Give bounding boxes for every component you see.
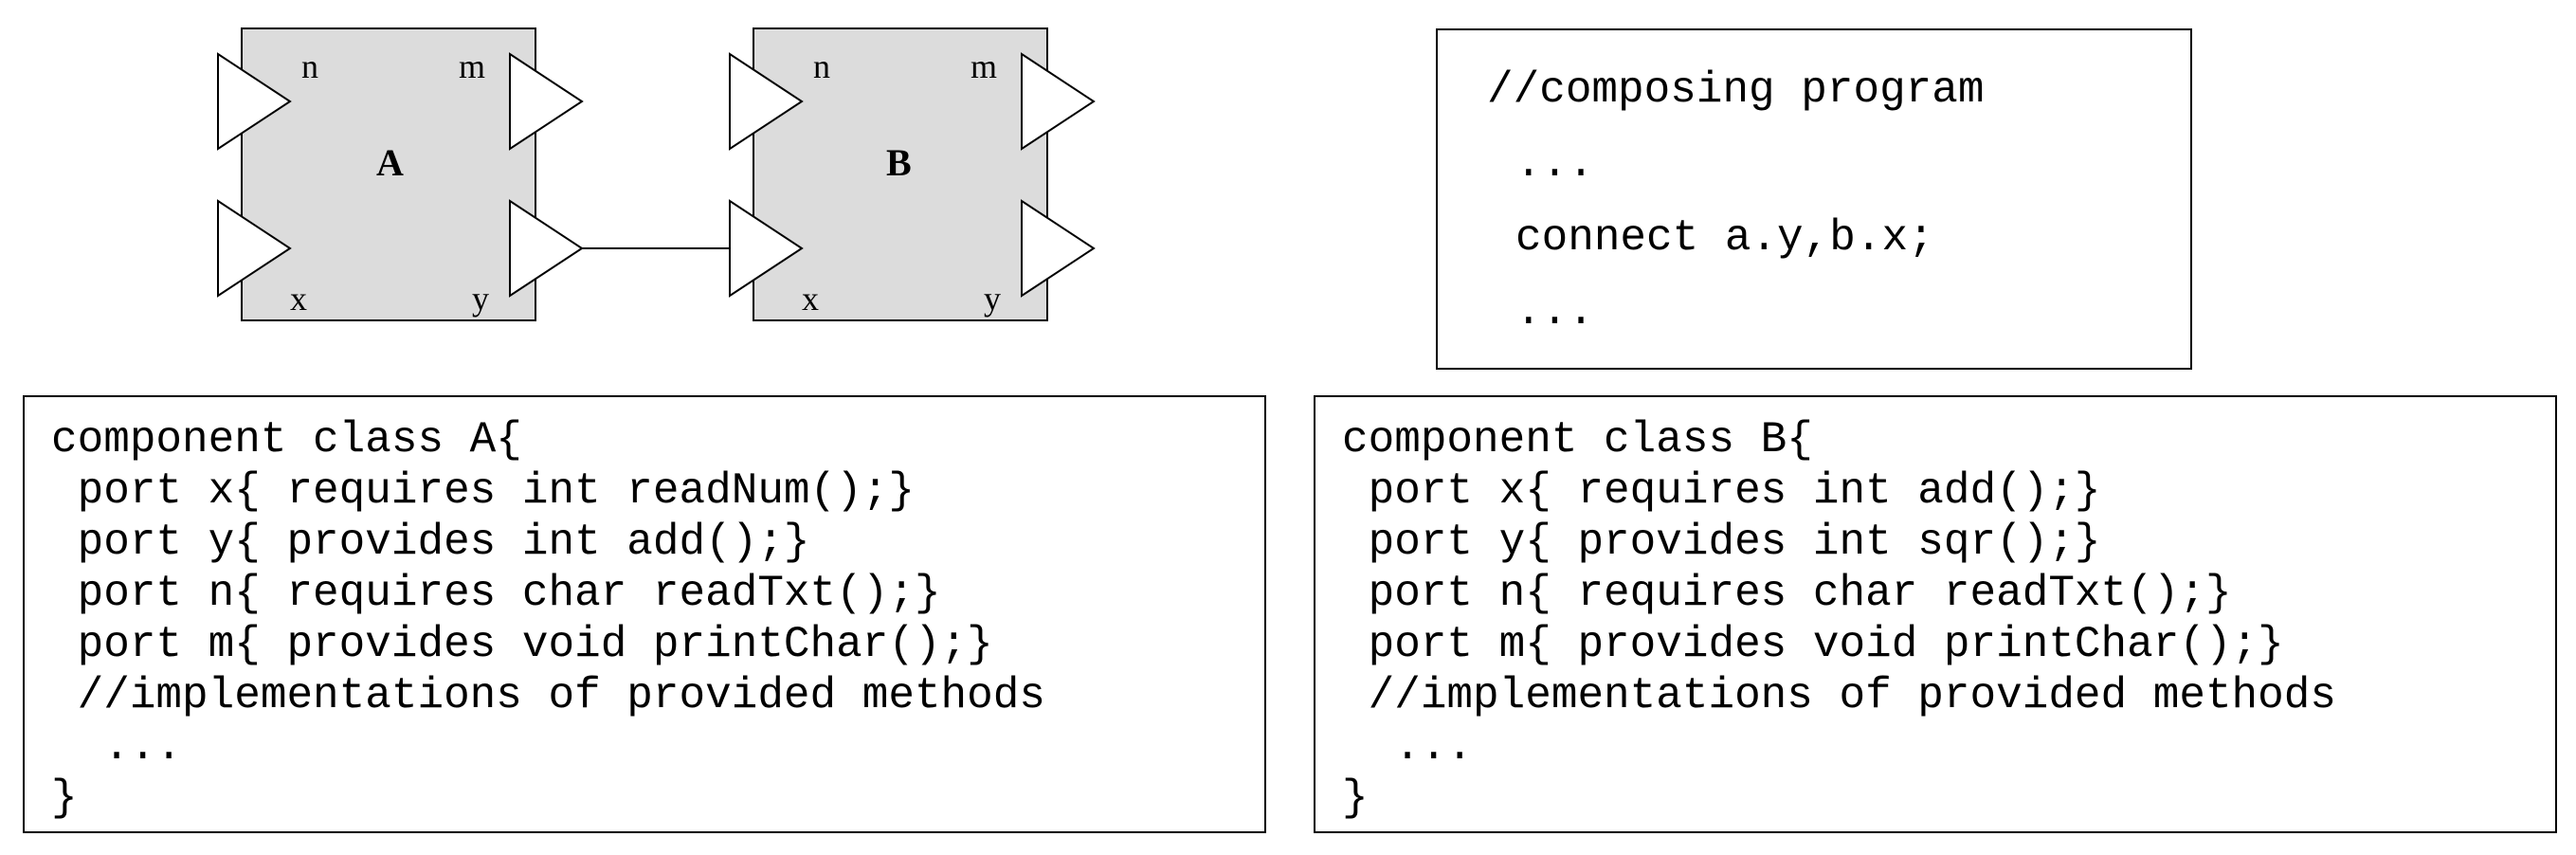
component-b-port-m-label: m	[971, 47, 997, 85]
composing-program-ellipsis: ...	[1515, 139, 1594, 189]
component-a: n m x y A	[217, 27, 584, 321]
class-b-port-m: port m{ provides void printChar();}	[1342, 620, 2284, 669]
class-b-port-n: port n{ requires char readTxt();}	[1342, 569, 2232, 618]
component-a-port-m-label: m	[459, 47, 485, 85]
class-b-port-y: port y{ provides int sqr();}	[1342, 518, 2101, 567]
class-b-port-x: port x{ requires int add();}	[1342, 466, 2101, 516]
component-b-port-x-triangle	[729, 199, 804, 298]
class-a-comment: //implementations of provided methods	[51, 671, 1045, 720]
class-a-port-y: port y{ provides int add();}	[51, 518, 810, 567]
class-b-comment: //implementations of provided methods	[1342, 671, 2336, 720]
component-b-port-n-triangle	[729, 52, 804, 151]
component-a-port-n-label: n	[301, 47, 318, 85]
component-a-port-x-triangle	[217, 199, 292, 298]
component-b-name: B	[886, 141, 912, 184]
class-a-header: component class A{	[51, 415, 522, 464]
class-a-ellipsis: ...	[51, 722, 183, 772]
component-b-port-y-label: y	[984, 280, 1001, 318]
composing-program-box: //composing program ... connect a.y,b.x;…	[1436, 28, 2192, 370]
class-b-closing-brace: }	[1342, 773, 1369, 823]
component-a-port-m-triangle	[509, 52, 584, 151]
component-b-port-m-triangle	[1021, 52, 1096, 151]
class-b-ellipsis: ...	[1342, 722, 1474, 772]
component-b-port-y-triangle	[1021, 199, 1096, 298]
component-b-port-n-label: n	[813, 47, 830, 85]
class-b-code-box: component class B{ port x{ requires int …	[1314, 395, 2557, 833]
component-a-port-y-triangle	[509, 199, 584, 298]
class-a-port-m: port m{ provides void printChar();}	[51, 620, 993, 669]
composing-program-ellipsis: ...	[1515, 287, 1594, 337]
component-b: n m x y B	[729, 27, 1096, 321]
component-a-port-n-triangle	[217, 52, 292, 151]
class-a-port-x: port x{ requires int readNum();}	[51, 466, 915, 516]
class-b-header: component class B{	[1342, 415, 1813, 464]
composing-program-comment: //composing program	[1487, 65, 1985, 115]
composing-program-connect: connect a.y,b.x;	[1515, 213, 1934, 263]
component-a-port-y-label: y	[472, 280, 489, 318]
component-b-port-x-label: x	[802, 280, 819, 318]
class-a-closing-brace: }	[51, 773, 78, 823]
component-diagram: n m x y A n m x y B	[217, 27, 1096, 321]
class-a-port-n: port n{ requires char readTxt();}	[51, 569, 941, 618]
component-a-body	[241, 27, 536, 321]
component-b-body	[753, 27, 1048, 321]
component-a-name: A	[376, 141, 404, 184]
component-a-port-x-label: x	[290, 280, 307, 318]
class-a-code-box: component class A{ port x{ requires int …	[23, 395, 1266, 833]
